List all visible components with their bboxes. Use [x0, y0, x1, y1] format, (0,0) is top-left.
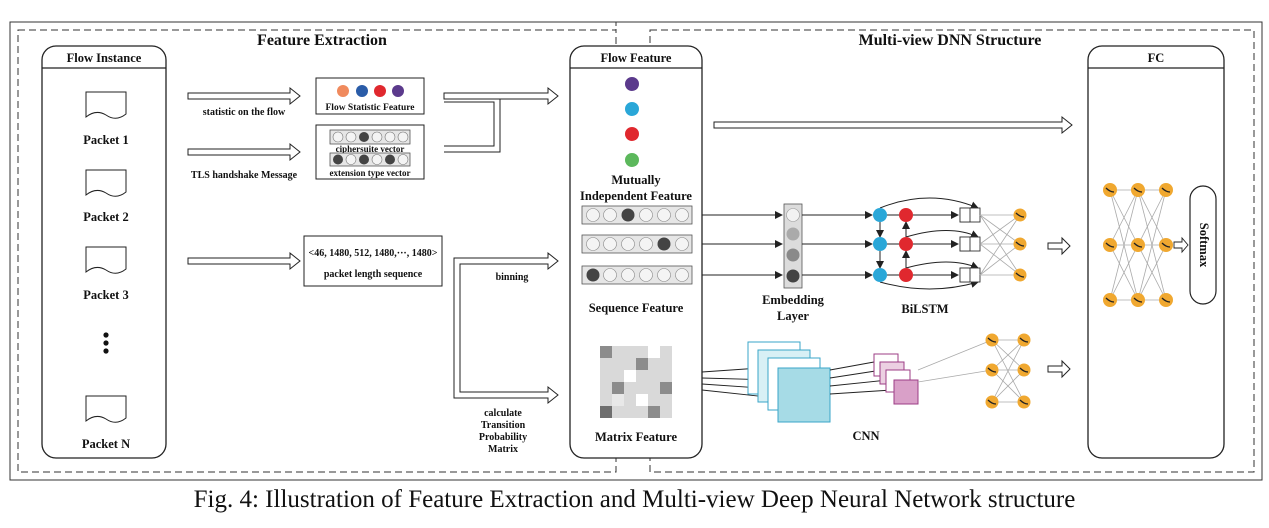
embedding-label-2: Layer [777, 309, 809, 323]
flow-instance-title: Flow Instance [67, 51, 142, 65]
arrow-cnn-to-fc [1047, 359, 1071, 379]
binning-label: binning [496, 272, 529, 283]
packet-2-label: Packet 2 [83, 210, 128, 224]
matrix-feature-label: Matrix Feature [595, 430, 677, 444]
fc-title: FC [1148, 51, 1165, 65]
calculate-label-4: Matrix [488, 444, 518, 455]
bilstm-label: BiLSTM [901, 302, 948, 316]
packet-length-box [303, 235, 443, 287]
extension-vector [329, 152, 411, 167]
sequence-vectors [581, 205, 693, 285]
tls-label: TLS handshake Message [191, 170, 298, 181]
ellipsis-dots [103, 332, 109, 354]
ciphersuite-vector [329, 129, 411, 145]
bilstm-block [873, 197, 1027, 290]
cnn-label: CNN [852, 429, 879, 443]
arrow-bilstm-to-fc [1047, 236, 1071, 256]
fc-network [1103, 183, 1189, 307]
sequence-feature-label: Sequence Feature [589, 301, 684, 315]
multi-view-title: Multi-view DNN Structure [859, 32, 1042, 49]
packet-n-icon [85, 395, 127, 423]
outer-frame [9, 21, 1263, 481]
embedding-layer [783, 203, 803, 289]
packet-3-label: Packet 3 [83, 288, 128, 302]
packet-2-icon [85, 169, 127, 197]
packet-1-label: Packet 1 [83, 133, 128, 147]
arrow-to-flow-feature [443, 86, 559, 106]
arrow-binning [453, 251, 559, 405]
packet-length-label: packet length sequence [324, 269, 423, 280]
packet-1-icon [85, 91, 127, 119]
flow-statistic-label: Flow Statistic Feature [326, 103, 415, 113]
statistic-dots [337, 85, 404, 97]
packet-3-icon [85, 246, 127, 274]
matrix-feature-grid [600, 346, 672, 418]
calculate-label-3: Probability [479, 432, 527, 443]
diagram-canvas: Feature Extraction Multi-view DNN Struct… [9, 21, 1263, 481]
cnn-block [701, 333, 1031, 423]
mutually-label-1: Mutually [611, 173, 661, 187]
mutually-label-2: Independent Feature [580, 189, 692, 203]
flow-feature-title: Flow Feature [601, 51, 672, 65]
packet-n-label: Packet N [82, 437, 130, 451]
arrow-sequence [187, 251, 301, 271]
feature-extraction-region [17, 29, 617, 473]
embedding-label-1: Embedding [762, 293, 825, 307]
arrow-tls [187, 142, 301, 162]
merge-line [444, 95, 501, 153]
ciphersuite-label: ciphersuite vector [336, 144, 405, 154]
embedding-units [786, 208, 800, 283]
calculate-label-2: Transition [481, 420, 526, 431]
statistic-label: statistic on the flow [203, 107, 286, 118]
softmax-box [1189, 185, 1217, 305]
independent-feature-dots [625, 77, 639, 167]
flow-statistic-box [315, 77, 425, 115]
sequence-values: <46, 1480, 512, 1480,···, 1480> [309, 248, 438, 259]
figure-caption: Fig. 4: Illustration of Feature Extracti… [193, 486, 1076, 513]
calculate-label-1: calculate [484, 408, 522, 419]
extension-label: extension type vector [330, 168, 411, 178]
softmax-label: Softmax [1197, 223, 1211, 268]
arrow-statistic [187, 86, 301, 106]
fc-box [1087, 45, 1225, 459]
merge-line-inner [444, 101, 495, 147]
arrow-to-fc [713, 115, 1073, 135]
feature-extraction-title: Feature Extraction [257, 32, 387, 49]
